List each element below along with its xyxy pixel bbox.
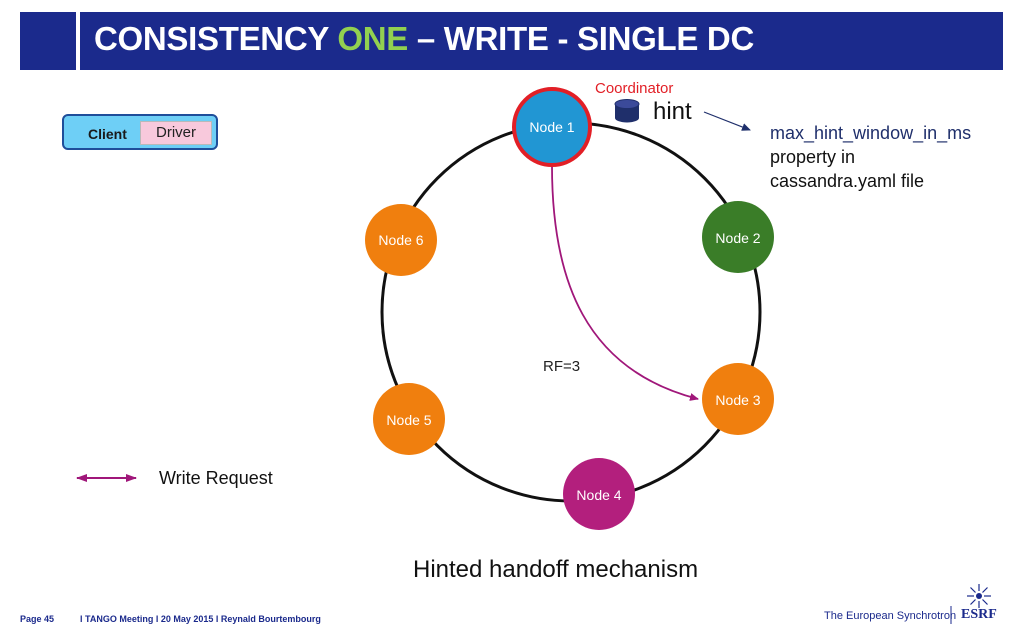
footer-meeting-info: l TANGO Meeting l 20 May 2015 l Reynald …: [80, 614, 321, 624]
node-3: [702, 363, 774, 435]
client-label: Client: [88, 126, 127, 142]
footer-page-number: Page 45: [20, 614, 55, 624]
coordinator-label: Coordinator: [595, 80, 674, 97]
node-6: [365, 204, 437, 276]
title-part1: CONSISTENCY: [94, 20, 338, 57]
driver-box: Driver: [140, 121, 212, 145]
hint-property-name: max_hint_window_in_ms: [770, 123, 972, 143]
node-5: [373, 383, 445, 455]
title-part2: – WRITE - SINGLE DC: [407, 20, 754, 57]
hint-property-line2: property in: [770, 147, 856, 167]
client-box: Client Driver: [62, 114, 218, 150]
rf-label: RF=3: [543, 358, 581, 375]
write-request-arrow: [551, 165, 699, 401]
hint-label: hint: [653, 98, 692, 125]
legend-write-request-label: Write Request: [159, 468, 273, 488]
title-accent-block: [20, 12, 76, 70]
node-6-label: Node 6: [378, 232, 424, 248]
node-3-label: Node 3: [715, 392, 761, 408]
footer-org-name: The European Synchrotron: [824, 610, 957, 622]
hint-property-line3: cassandra.yaml file: [770, 171, 925, 191]
footer-esrf-logo-text: ESRF: [961, 607, 997, 622]
node-5-label: Node 5: [386, 412, 432, 428]
esrf-logo-icon: [967, 584, 991, 608]
node-2: [702, 201, 774, 273]
hint-arrow: [703, 111, 751, 131]
title-banner: CONSISTENCY ONE – WRITE - SINGLE DC: [80, 12, 1003, 70]
ring-circle: [380, 121, 762, 503]
diagram-caption: Hinted handoff mechanism: [413, 556, 699, 583]
node-2-label: Node 2: [715, 230, 761, 246]
node-1-label: Node 1: [529, 119, 575, 135]
database-icon: [614, 99, 640, 123]
title-highlight: ONE: [337, 20, 408, 57]
node-1: [512, 87, 592, 167]
node-4: [563, 458, 635, 530]
node-4-label: Node 4: [576, 487, 622, 503]
slide-title: CONSISTENCY ONE – WRITE - SINGLE DC: [94, 20, 754, 58]
